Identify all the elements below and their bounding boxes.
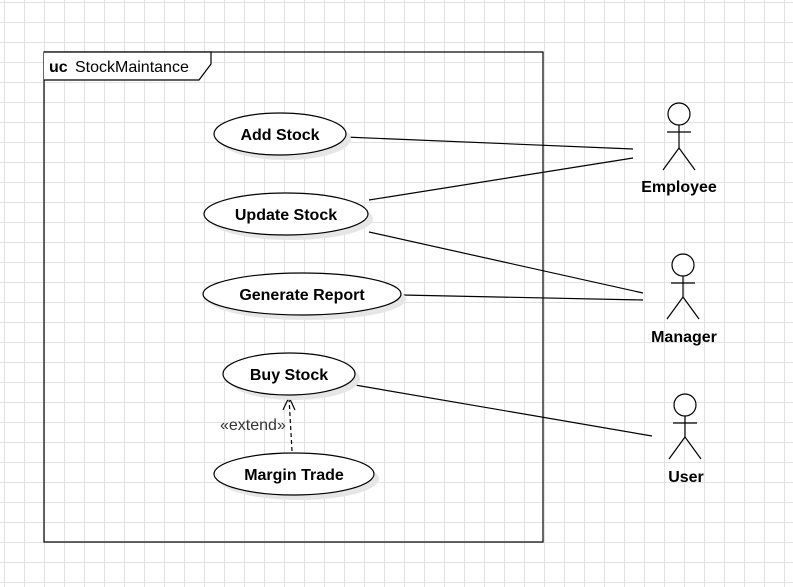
use-case-label: Add Stock bbox=[240, 127, 319, 144]
use-case-add-stock[interactable]: Add Stock bbox=[213, 112, 351, 160]
use-case-label: Generate Report bbox=[239, 287, 365, 304]
use-case-margin-trade[interactable]: Margin Trade bbox=[213, 452, 379, 500]
system-frame[interactable]: uc StockMaintance bbox=[43, 51, 544, 543]
use-case-label: Margin Trade bbox=[244, 467, 344, 484]
frame-title: StockMaintance bbox=[75, 59, 189, 76]
stick-figure-icon bbox=[666, 253, 700, 320]
extend-relationship[interactable]: «extend» bbox=[220, 395, 296, 452]
actor-label: Manager bbox=[651, 329, 717, 346]
association-add-stock-employee[interactable] bbox=[344, 136, 634, 150]
actor-label: Employee bbox=[641, 179, 717, 196]
use-case-ellipse bbox=[203, 192, 369, 236]
extend-dashed-line bbox=[288, 397, 293, 452]
use-case-label: Update Stock bbox=[235, 207, 337, 224]
association-buy-stock-user[interactable] bbox=[354, 384, 653, 437]
use-case-ellipse bbox=[213, 452, 375, 496]
association-update-stock-manager[interactable] bbox=[368, 231, 644, 294]
use-case-buy-stock[interactable]: Buy Stock bbox=[222, 352, 360, 400]
stick-figure-icon bbox=[662, 102, 696, 171]
use-case-ellipse bbox=[202, 272, 402, 316]
frame-name-tab bbox=[44, 51, 212, 81]
frame-keyword: uc bbox=[49, 59, 68, 76]
use-case-label: Buy Stock bbox=[250, 367, 328, 384]
system-boundary bbox=[43, 51, 544, 543]
association-generate-report-manager[interactable] bbox=[401, 294, 644, 301]
stick-figure-icon bbox=[668, 393, 702, 460]
extend-stereotype-label: «extend» bbox=[220, 417, 286, 434]
associations bbox=[344, 136, 653, 437]
use-case-generate-report[interactable]: Generate Report bbox=[202, 272, 406, 320]
actor-manager[interactable]: Manager bbox=[651, 253, 717, 346]
actor-user[interactable]: User bbox=[668, 393, 704, 486]
use-case-ellipse bbox=[213, 112, 347, 156]
actor-employee[interactable]: Employee bbox=[641, 102, 717, 196]
association-update-stock-employee[interactable] bbox=[368, 157, 634, 201]
actor-label: User bbox=[668, 469, 704, 486]
use-case-ellipse bbox=[222, 352, 356, 396]
use-case-update-stock[interactable]: Update Stock bbox=[203, 192, 373, 240]
